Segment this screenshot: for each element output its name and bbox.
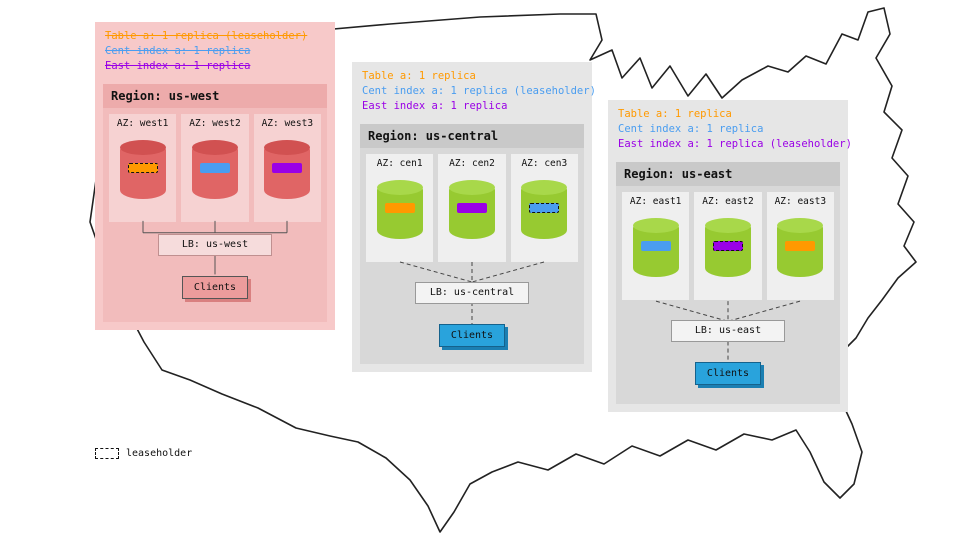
database-cylinder-icon	[777, 218, 824, 277]
region-box-us-west: Region: us-west AZ: west1 AZ: west2 AZ: …	[103, 84, 327, 322]
az-box-cen2: AZ: cen2	[438, 154, 506, 262]
region-title: Region: us-east	[616, 162, 840, 186]
leaseholder-dashed-swatch-icon	[95, 448, 119, 459]
load-balancer-box: LB: us-west	[158, 234, 272, 256]
replica-chip-cent-index	[640, 241, 671, 251]
az-label: AZ: west3	[261, 118, 314, 129]
replica-chip-east-index-leaseholder	[712, 241, 743, 251]
az-row: AZ: west1 AZ: west2 AZ: west3	[109, 114, 321, 222]
region-annotations-us-east: Table a: 1 replica Cent index a: 1 repli…	[618, 107, 852, 152]
replica-chip-table-a	[384, 203, 415, 213]
clients-box: Clients	[695, 362, 761, 385]
az-label: AZ: west1	[116, 118, 169, 129]
database-cylinder-icon	[119, 140, 166, 199]
annotation-east-index: East index a: 1 replica	[362, 100, 508, 112]
az-box-west2: AZ: west2	[181, 114, 249, 222]
database-cylinder-icon	[704, 218, 751, 277]
annotation-table-a: Table a: 1 replica	[618, 108, 732, 120]
legend: leaseholder	[95, 448, 192, 459]
az-label: AZ: cen1	[376, 158, 423, 169]
region-box-us-east: Region: us-east AZ: east1 AZ: east2 AZ: …	[616, 162, 840, 404]
annotation-cent-index: Cent index a: 1 replica	[105, 45, 251, 57]
az-box-cen3: AZ: cen3	[510, 154, 578, 262]
az-box-east3: AZ: east3	[766, 192, 834, 300]
replica-chip-east-index	[272, 163, 303, 173]
az-row: AZ: east1 AZ: east2 AZ: east3	[622, 192, 834, 300]
az-box-west1: AZ: west1	[109, 114, 177, 222]
az-label: AZ: west2	[189, 118, 241, 129]
az-box-cen1: AZ: cen1	[366, 154, 434, 262]
database-cylinder-icon	[448, 180, 495, 239]
annotation-cent-index: Cent index a: 1 replica	[618, 123, 764, 135]
database-cylinder-icon	[264, 140, 311, 199]
region-panel-us-east: Table a: 1 replica Cent index a: 1 repli…	[608, 100, 852, 412]
region-annotations-us-west: Table a: 1 replica (leaseholder) Cent in…	[105, 29, 331, 74]
az-label: AZ: east3	[774, 196, 827, 207]
replica-chip-east-index	[456, 203, 487, 213]
region-box-us-central: Region: us-central AZ: cen1 AZ: cen2 AZ:…	[360, 124, 584, 364]
region-panel-us-west: Table a: 1 replica (leaseholder) Cent in…	[95, 22, 335, 330]
load-balancer-box: LB: us-central	[415, 282, 529, 304]
annotation-table-a: Table a: 1 replica	[362, 70, 476, 82]
az-label: AZ: east2	[702, 196, 754, 207]
database-cylinder-icon	[521, 180, 568, 239]
clients-box: Clients	[182, 276, 248, 299]
legend-label: leaseholder	[126, 448, 193, 459]
database-cylinder-icon	[376, 180, 423, 239]
az-box-east1: AZ: east1	[622, 192, 690, 300]
az-label: AZ: east1	[629, 196, 682, 207]
replica-chip-table-a-leaseholder	[127, 163, 158, 173]
az-box-west3: AZ: west3	[253, 114, 321, 222]
az-row: AZ: cen1 AZ: cen2 AZ: cen3	[366, 154, 578, 262]
annotation-table-a: Table a: 1 replica (leaseholder)	[105, 30, 308, 42]
annotation-cent-index: Cent index a: 1 replica (leaseholder)	[362, 85, 596, 97]
annotation-east-index: East index a: 1 replica	[105, 60, 251, 72]
region-title: Region: us-central	[360, 124, 584, 148]
database-cylinder-icon	[632, 218, 679, 277]
region-title: Region: us-west	[103, 84, 327, 108]
replica-chip-table-a	[785, 241, 816, 251]
database-cylinder-icon	[191, 140, 238, 199]
annotation-east-index: East index a: 1 replica (leaseholder)	[618, 138, 852, 150]
region-panel-us-central: Table a: 1 replica Cent index a: 1 repli…	[352, 62, 596, 372]
clients-box: Clients	[439, 324, 505, 347]
az-box-east2: AZ: east2	[694, 192, 762, 300]
region-annotations-us-central: Table a: 1 replica Cent index a: 1 repli…	[362, 69, 596, 114]
replica-chip-cent-index-leaseholder	[529, 203, 560, 213]
az-label: AZ: cen3	[521, 158, 568, 169]
az-label: AZ: cen2	[449, 158, 495, 169]
load-balancer-box: LB: us-east	[671, 320, 785, 342]
replica-chip-cent-index	[199, 163, 230, 173]
